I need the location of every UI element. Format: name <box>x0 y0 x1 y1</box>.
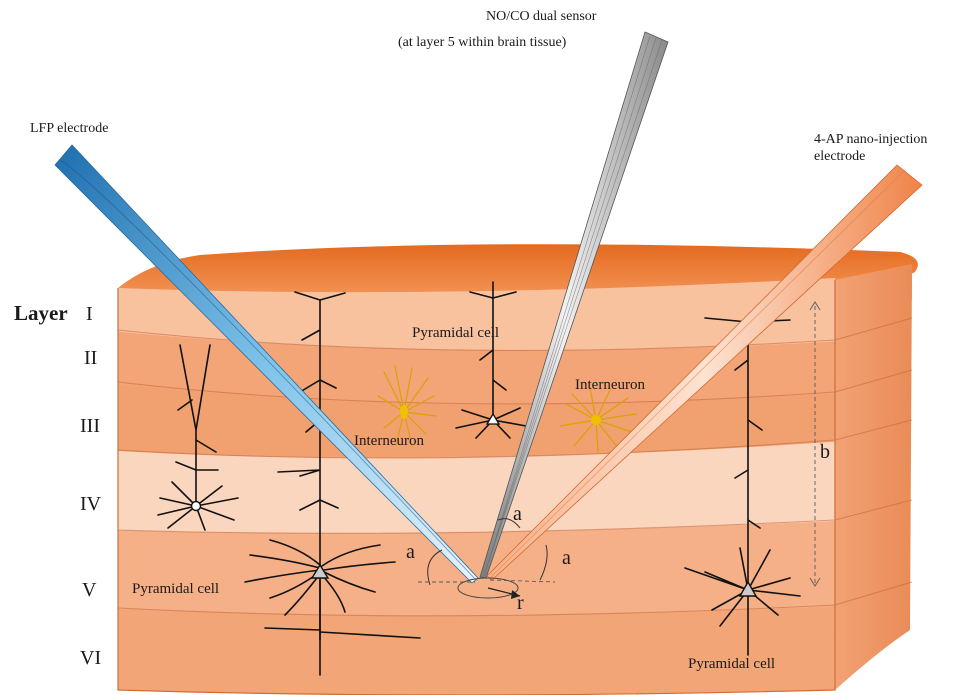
pyramidal-cell-top-label: Pyramidal cell <box>412 325 499 341</box>
injection-label-line1: 4-AP nano-injection <box>814 132 927 147</box>
injection-label-line2: electrode <box>814 149 865 164</box>
layer-4-label: IV <box>80 493 102 515</box>
interneuron-left-label: Interneuron <box>354 433 424 449</box>
layer-word: Layer <box>14 301 68 325</box>
sensor-label-line1: NO/CO dual sensor <box>486 9 597 24</box>
layer-2-label: II <box>84 347 97 369</box>
interneuron-right-label: Interneuron <box>575 377 645 393</box>
angle-label-left: a <box>406 541 415 563</box>
sensor-label-line2: (at layer 5 within brain tissue) <box>398 35 567 50</box>
depth-label: b <box>820 441 830 463</box>
radius-label: r <box>517 592 524 614</box>
layer-1-label: I <box>86 303 93 325</box>
layer-6-label: VI <box>80 647 101 669</box>
layer-5-label: V <box>82 579 97 601</box>
tissue-side-face <box>835 264 912 690</box>
angle-label-upper: a <box>513 503 522 525</box>
lfp-electrode-label: LFP electrode <box>30 121 108 136</box>
pyramidal-cell-right-label: Pyramidal cell <box>688 656 775 672</box>
layer-3-label: III <box>80 415 100 437</box>
angle-label-right: a <box>562 547 571 569</box>
pyramidal-cell-left-label: Pyramidal cell <box>132 581 219 597</box>
